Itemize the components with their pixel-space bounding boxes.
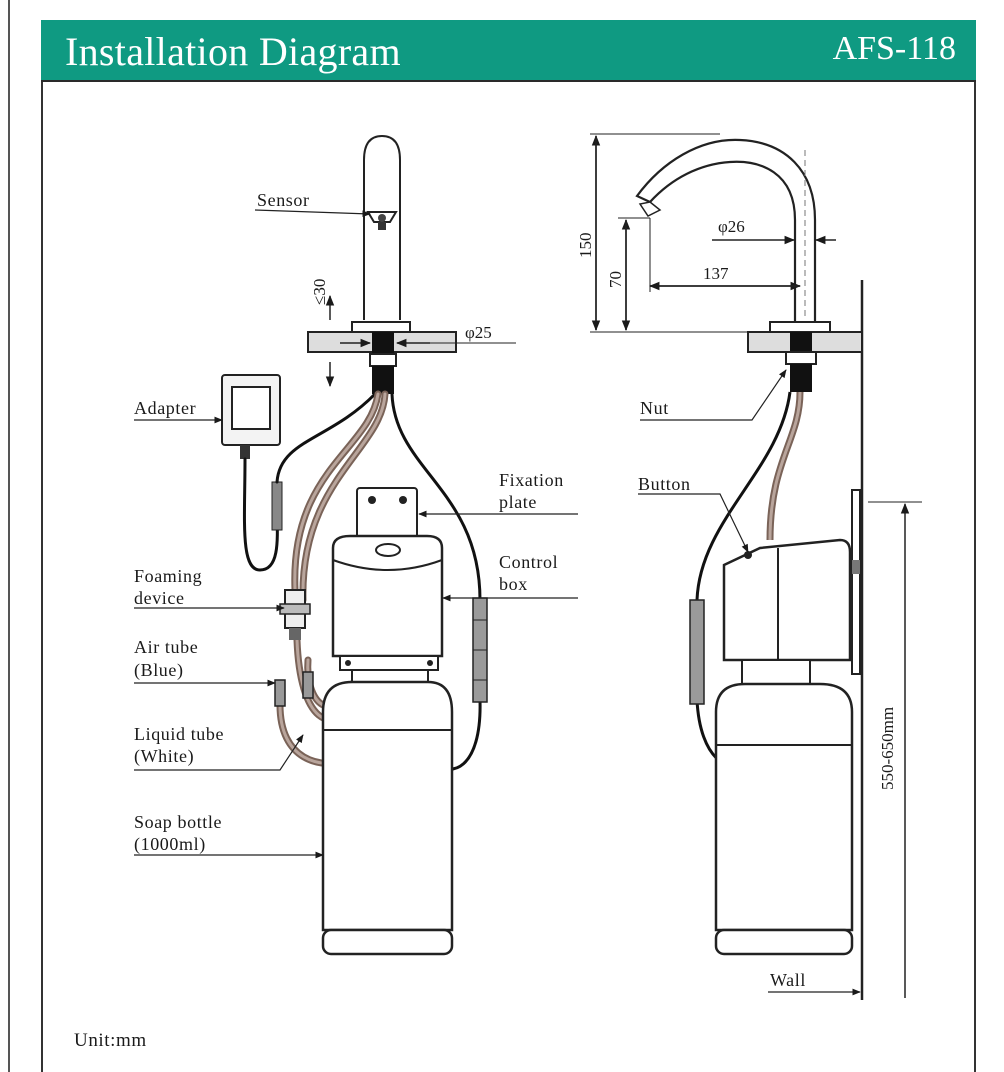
model-number: AFS-118	[832, 30, 956, 67]
dim-max-thickness: ≤30	[310, 279, 329, 305]
label-liquid-tube-2: (White)	[134, 746, 194, 767]
air-tube-fitting	[274, 679, 286, 707]
label-control-1: Control	[499, 552, 558, 572]
page-title: Installation Diagram	[65, 29, 401, 74]
label-wall: Wall	[770, 970, 806, 990]
side-view: 150 70 137 φ26 550-650mm Nut Button Wall	[576, 133, 922, 1000]
label-soap-bottle-1: Soap bottle	[134, 812, 222, 832]
dim-height-outlet: 70	[606, 271, 625, 288]
cable-connector	[472, 597, 488, 703]
label-air-tube-2: (Blue)	[134, 660, 184, 681]
label-adapter: Adapter	[134, 398, 196, 418]
side-control-box	[722, 538, 852, 685]
side-soap-bottle	[714, 682, 854, 956]
label-foaming-1: Foaming	[134, 566, 202, 586]
label-sensor: Sensor	[257, 190, 310, 210]
dim-hole-dia: φ25	[465, 323, 492, 342]
label-fixation-2: plate	[499, 492, 537, 512]
dim-height-total: 150	[576, 233, 595, 259]
fixation-plate	[356, 487, 418, 541]
label-foaming-2: device	[134, 588, 185, 608]
label-soap-bottle-2: (1000ml)	[134, 834, 206, 855]
label-liquid-tube-1: Liquid tube	[134, 724, 224, 744]
label-nut: Nut	[640, 398, 669, 418]
dim-mount-height: 550-650mm	[878, 707, 897, 790]
label-control-2: box	[499, 574, 528, 594]
soap-bottle	[321, 669, 454, 956]
header-bar: Installation Diagram AFS-118	[41, 20, 976, 82]
label-button: Button	[638, 474, 691, 494]
unit-note: Unit:mm	[74, 1030, 147, 1051]
control-box	[331, 534, 444, 671]
label-fixation-1: Fixation	[499, 470, 564, 490]
dim-spout-dia: φ26	[718, 217, 745, 236]
dim-reach: 137	[703, 264, 729, 283]
foaming-device-icon	[279, 589, 311, 640]
adapter-icon	[221, 374, 281, 459]
front-view: ≤30 φ25 Sensor Adapter Foaming device Ai…	[134, 134, 578, 956]
side-cable-connector	[689, 599, 705, 705]
spout	[635, 138, 817, 322]
sensor-icon	[366, 211, 398, 230]
liquid-tube-fitting	[302, 671, 314, 699]
label-air-tube-1: Air tube	[134, 637, 198, 657]
page-left-edge	[8, 0, 10, 1072]
